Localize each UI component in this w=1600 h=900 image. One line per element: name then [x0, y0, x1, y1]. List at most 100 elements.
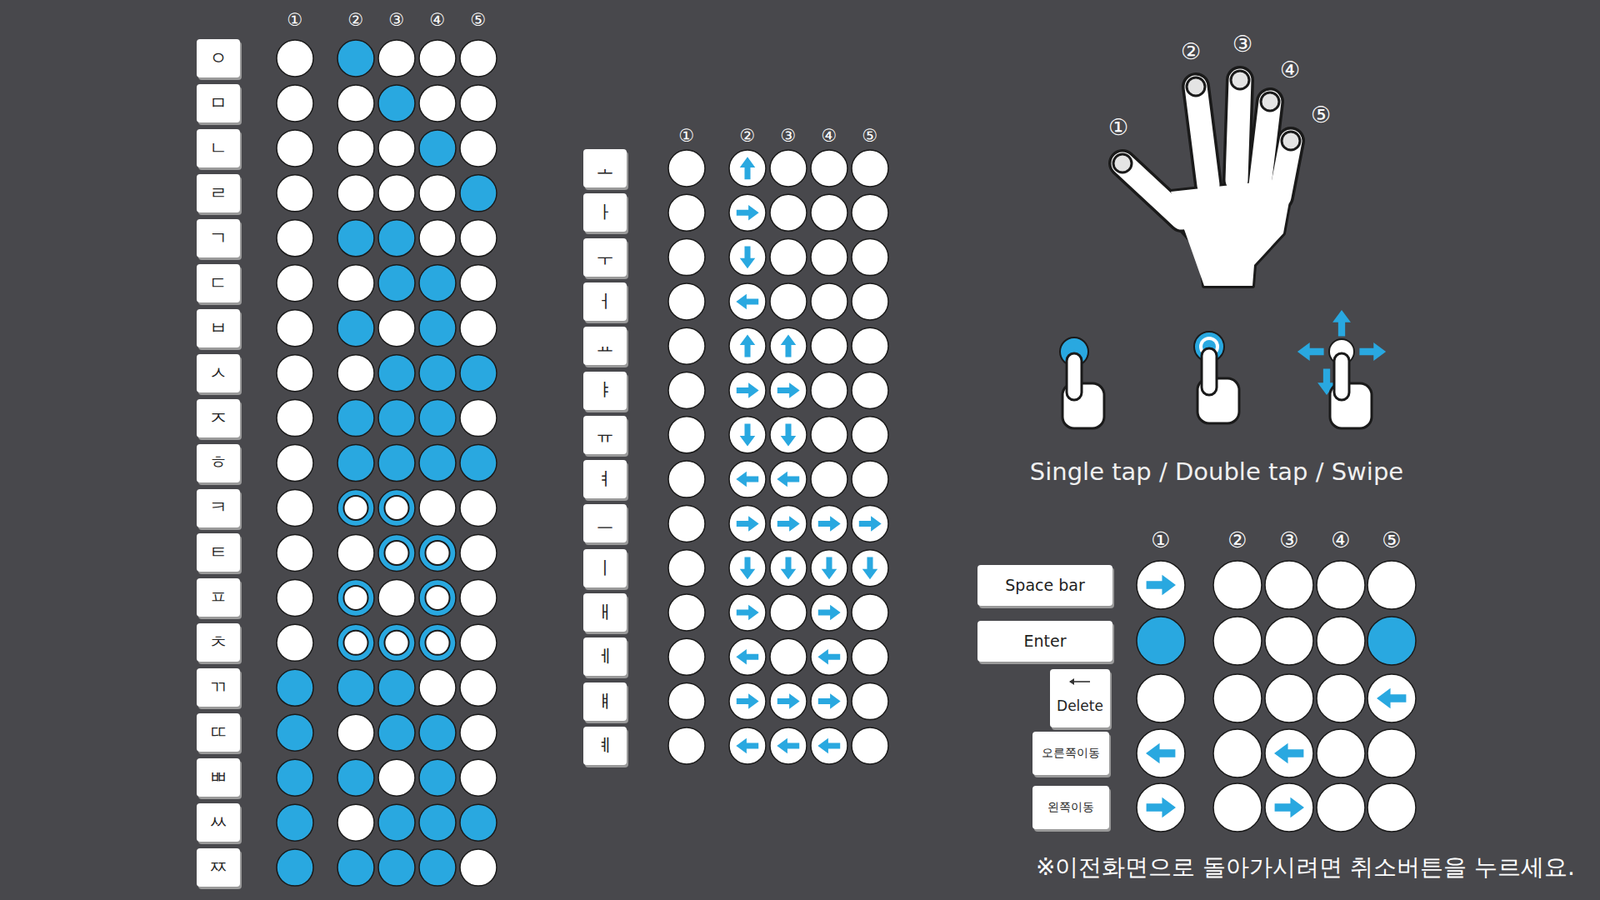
key-circle: [729, 460, 766, 498]
key-circle: [276, 130, 314, 167]
key-text: ㄸ: [209, 722, 228, 743]
tap-dot: [460, 804, 497, 841]
key-circle: [460, 445, 497, 482]
key-text: ㅜ: [595, 247, 615, 268]
key-label-box: ㅂ: [196, 309, 240, 348]
empty-dot: [1367, 783, 1416, 832]
key-label-box: ㅓ: [583, 282, 627, 321]
empty-dot: [851, 150, 889, 187]
hand-illustration: [1113, 70, 1300, 286]
key-label-box: ㅖ: [583, 726, 627, 765]
tap-dot: [378, 265, 415, 302]
key-circle: [378, 759, 415, 796]
swipe-icon: [1297, 310, 1386, 429]
delete-arrow-shaft: [1070, 680, 1090, 683]
empty-dot: [378, 310, 415, 347]
key-circle: [770, 327, 807, 365]
column-number: ⑤: [862, 125, 879, 146]
column-number: ①: [1150, 528, 1170, 554]
key-circle: [460, 759, 497, 796]
key-circle: [460, 85, 497, 122]
empty-dot: [770, 505, 807, 542]
key-text: ㅗ: [595, 158, 615, 179]
empty-dot: [810, 327, 848, 365]
gesture-caption: Single tap / Double tap / Swipe: [1030, 458, 1404, 486]
empty-dot: [378, 759, 415, 796]
empty-dot: [668, 283, 705, 320]
key-text: ㅑ: [595, 380, 615, 400]
double-tap-ring: [337, 624, 375, 661]
empty-dot: [378, 175, 415, 212]
key-circle: [851, 194, 889, 231]
key-circle: [810, 416, 848, 454]
empty-dot: [1136, 560, 1185, 610]
key-circle: [1213, 674, 1262, 723]
key-circle: [1136, 616, 1185, 665]
empty-dot: [668, 416, 705, 454]
column-number: ①: [287, 10, 304, 30]
key-circle: [460, 534, 497, 571]
tap-dot: [337, 669, 375, 706]
empty-dot: [851, 416, 889, 454]
key-circle: [729, 727, 766, 765]
empty-dot: [460, 669, 497, 706]
empty-dot: [729, 239, 766, 276]
key-text: ㅇ: [209, 48, 228, 69]
empty-dot: [810, 239, 848, 276]
key-circle: [851, 283, 889, 320]
double-tap-center: [425, 630, 450, 655]
swipe-arrow: [821, 557, 837, 580]
key-circle: [378, 849, 415, 886]
empty-dot: [770, 594, 807, 631]
swipe-arrow: [740, 156, 755, 180]
finger-number: ③: [1232, 30, 1253, 57]
key-circle: [810, 283, 848, 320]
key-circle: [419, 355, 456, 392]
key-circle: [810, 505, 848, 542]
key-circle: [460, 40, 497, 77]
single-tap-icon: [1060, 337, 1105, 429]
empty-dot: [460, 759, 497, 796]
tap-dot: [419, 265, 456, 302]
column-number: ③: [389, 10, 405, 30]
key-circle: [1213, 729, 1262, 778]
key-circle: [276, 310, 314, 347]
empty-dot: [460, 220, 497, 257]
empty-dot: [770, 150, 807, 187]
tap-dot: [378, 714, 415, 751]
swipe-arrow: [1274, 743, 1304, 764]
key-circle: [1367, 616, 1416, 665]
key-circle: [1265, 560, 1314, 610]
control-grid: [1136, 560, 1416, 832]
empty-dot: [729, 150, 766, 187]
double-tap-center: [425, 585, 450, 610]
key-label-box: ㅣ: [583, 549, 627, 588]
empty-dot: [337, 355, 375, 392]
key-circle: [337, 804, 375, 841]
key-circle: [419, 534, 456, 571]
tap-dot: [276, 759, 314, 796]
key-text: ㅠ: [595, 425, 615, 445]
fingertip: [1281, 131, 1300, 150]
double-tap-ring: [378, 490, 415, 527]
palm-outline: [1170, 178, 1294, 286]
key-circle: [770, 460, 807, 498]
empty-dot: [337, 130, 375, 167]
swipe-arrow: [736, 693, 760, 709]
key-circle: [460, 175, 497, 212]
key-circle: [378, 85, 415, 122]
swipe-arrow: [777, 382, 800, 398]
empty-dot: [851, 683, 889, 720]
finger-number: ②: [1180, 38, 1201, 65]
double-tap-center: [384, 630, 409, 655]
empty-dot: [460, 310, 497, 347]
key-circle: [460, 579, 497, 616]
key-label-box: ㅐ: [583, 593, 627, 632]
column-number: ⑤: [1381, 528, 1401, 554]
key-label-box: ㄷ: [196, 264, 240, 303]
key-label-box: ㅛ: [583, 326, 627, 365]
empty-dot: [337, 175, 375, 212]
key-label-box: ㅕ: [583, 460, 627, 499]
